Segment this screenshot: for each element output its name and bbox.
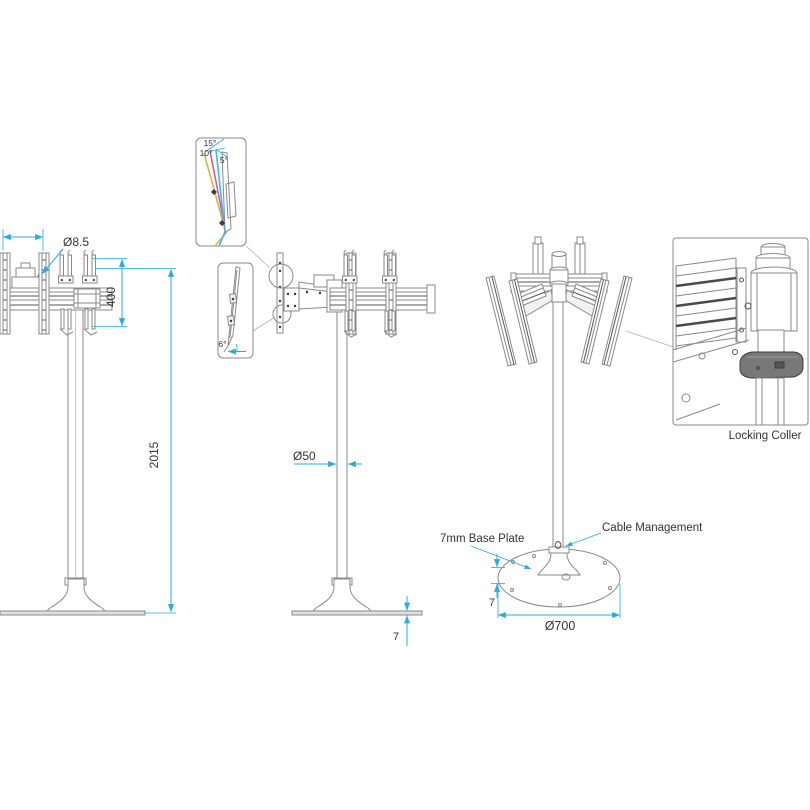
tilt-clamp	[82, 249, 98, 284]
vesa-rail	[0, 252, 11, 335]
profile-detail-box: 6°	[217, 262, 254, 359]
mount-head-column	[268, 249, 436, 338]
side-view	[0, 249, 146, 616]
collar-detail-drawing	[673, 243, 804, 425]
profile-angle: 6°	[218, 339, 226, 349]
iso-head	[485, 236, 633, 367]
locking-collar-label: Locking Coller	[729, 430, 802, 442]
spring-clip	[83, 308, 98, 336]
tilt-detail-box: 15° 10° 5°	[195, 137, 247, 247]
hole-diameter-dimension: Ø8.5	[63, 235, 89, 249]
locking-collar-part	[739, 351, 804, 379]
base-plate-side	[0, 610, 146, 616]
total-height-dimension: 2015	[147, 441, 161, 468]
trumpet-base-column	[311, 578, 373, 613]
tilt-angle-10: 10°	[200, 148, 213, 158]
tilt-angle-15: 15°	[204, 138, 217, 148]
trumpet-base-side	[45, 578, 107, 613]
trumpet-base-iso	[537, 550, 581, 576]
mount-head-side	[0, 249, 113, 336]
tilt-angle-5: 5°	[220, 155, 228, 165]
profile-bracket	[227, 266, 241, 347]
iso-view	[485, 236, 633, 608]
iso-view-annotations: 7mm Base Plate Cable Management 7 Ø700	[440, 522, 703, 633]
base-plate-label: 7mm Base Plate	[440, 533, 524, 545]
pole-diameter-dimension: Ø50	[293, 449, 316, 463]
base-plate-column	[291, 610, 423, 616]
pole-collar-iso	[548, 546, 570, 554]
tilt-clamp	[58, 249, 74, 284]
side-view-dimensions: Ø8.5 400 2015	[2, 229, 176, 614]
column-view-dimensions: Ø50 7	[293, 449, 411, 646]
pole-iso	[552, 301, 564, 552]
tilt-line-5	[215, 149, 226, 233]
plate-thickness-dimension: 7	[393, 631, 399, 643]
base-diameter-dimension: Ø700	[545, 619, 576, 633]
column-view	[268, 249, 436, 616]
cable-leader	[565, 532, 602, 547]
hole-leader	[41, 248, 64, 275]
bracket-height-dimension: 400	[104, 287, 118, 307]
locking-collar-detail-box: Locking Coller	[672, 237, 809, 442]
vesa-rail	[38, 252, 50, 335]
iso-plate-thickness-dimension: 7	[489, 597, 495, 609]
pole-column	[336, 309, 348, 587]
cable-management-label: Cable Management	[602, 522, 703, 534]
detail-circle-lower	[272, 304, 292, 324]
base-plate-leader	[470, 545, 532, 570]
detail-circle-upper	[268, 263, 294, 289]
cable-hole	[554, 541, 562, 549]
